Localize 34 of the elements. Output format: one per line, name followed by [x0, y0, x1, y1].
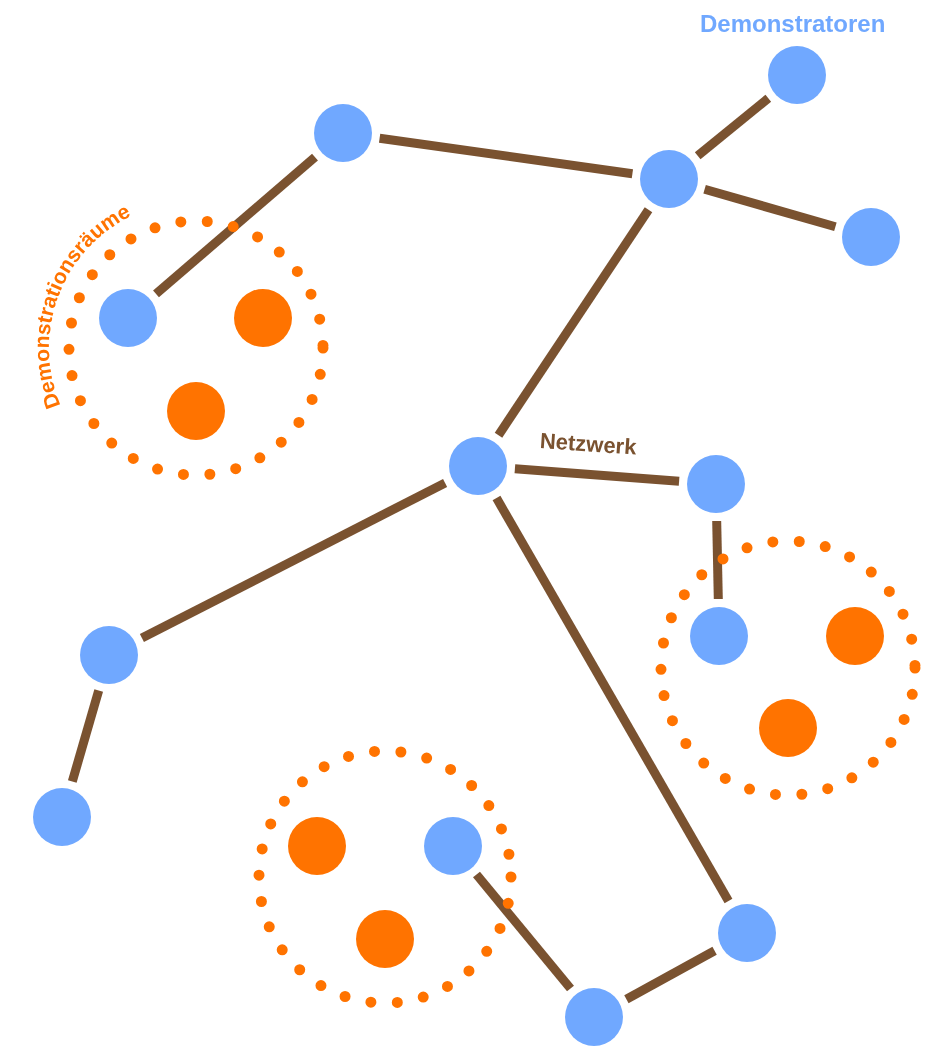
room-circle	[167, 382, 225, 440]
network-line	[492, 495, 733, 904]
demonstrators-label: Demonstratoren	[700, 10, 886, 38]
demonstrator-circle	[842, 208, 900, 266]
demonstrator-circle	[33, 788, 91, 846]
network-line	[68, 689, 104, 783]
demonstrator-circle	[449, 437, 507, 495]
room-circle	[234, 289, 292, 347]
demonstrator-circle	[565, 988, 623, 1046]
demonstrator-circle	[690, 607, 748, 665]
network-line	[378, 133, 634, 179]
dotted-group-circle	[253, 745, 517, 1009]
dotted-group-circle	[655, 535, 921, 801]
network-line	[473, 871, 574, 992]
room-circle	[288, 817, 346, 875]
room-circle	[759, 699, 817, 757]
demonstrator-circle	[424, 817, 482, 875]
demonstrator-circle	[80, 626, 138, 684]
demonstrator-circle	[314, 104, 372, 162]
network-line	[624, 946, 717, 1004]
network-line	[703, 184, 837, 232]
network-line	[494, 207, 653, 438]
network-line	[712, 520, 723, 600]
network-line	[514, 464, 680, 486]
room-circle	[826, 607, 884, 665]
demonstrator-circle	[718, 904, 776, 962]
network-line	[694, 94, 772, 160]
demonstrator-circle	[768, 46, 826, 104]
demonstrator-circle	[687, 455, 745, 513]
network-label: Netzwerk	[539, 428, 638, 461]
network-line	[153, 153, 318, 298]
demonstrator-circle	[640, 150, 698, 208]
network-line	[139, 478, 448, 643]
room-circle	[356, 910, 414, 968]
